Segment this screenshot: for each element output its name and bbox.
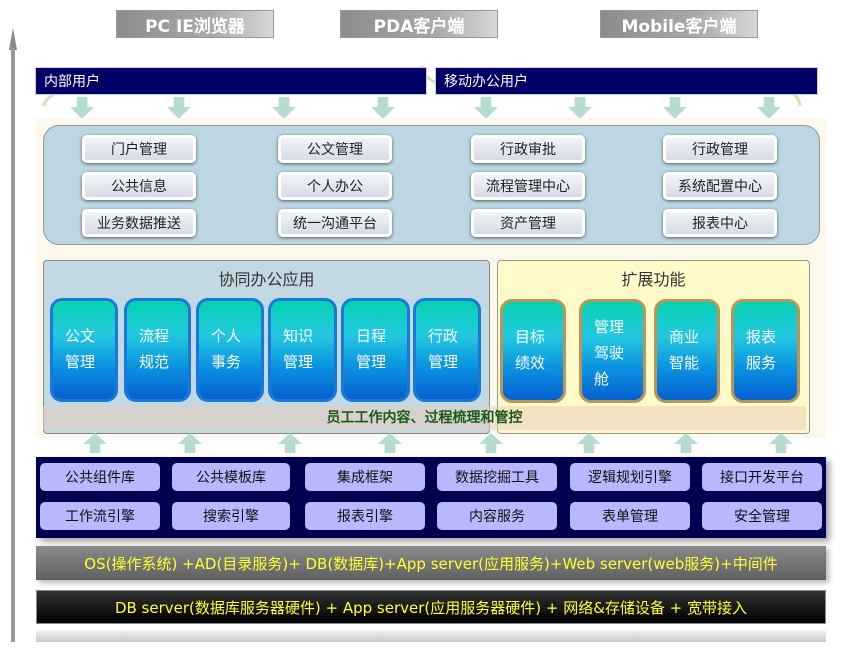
portal-item: 流程管理中心 <box>471 172 585 200</box>
tile-label: 绩效 <box>515 354 546 372</box>
tile-label: 管理 <box>356 353 387 371</box>
tile-label: 管理 <box>65 353 96 371</box>
portal-item: 系统配置中心 <box>663 172 777 200</box>
component-item: 表单管理 <box>570 502 690 530</box>
tile-label: 驾驶 <box>594 344 625 362</box>
tile-label: 日程 <box>356 327 387 345</box>
component-item: 数据挖掘工具 <box>437 463 557 491</box>
portal-item: 行政审批 <box>471 135 585 163</box>
vertical-up-arrow-icon <box>9 28 17 642</box>
tile-label: 行政 <box>428 327 459 345</box>
tile-label: 舱 <box>594 370 610 388</box>
portal-item: 报表中心 <box>663 209 777 237</box>
tile-label: 事务 <box>211 353 242 371</box>
portal-item: 统一沟通平台 <box>278 209 392 237</box>
process-band: 员工工作内容、过程梳理和管控 <box>43 406 806 430</box>
component-item: 工作流引擎 <box>40 502 160 530</box>
client-mobile: Mobile客户端 <box>600 10 758 38</box>
portal-item: 资产管理 <box>471 209 585 237</box>
tile-label: 服务 <box>746 354 777 372</box>
extension-tile: 管理驾驶舱 <box>579 299 646 403</box>
component-item: 报表引擎 <box>305 502 425 530</box>
tile-label: 报表 <box>746 328 777 346</box>
tile-label: 个人 <box>211 327 242 345</box>
collab-title: 协同办公应用 <box>218 270 315 289</box>
collab-tile: 公文管理 <box>50 298 118 402</box>
portal-item: 公文管理 <box>278 135 392 163</box>
collab-tile: 个人事务 <box>196 298 264 402</box>
portal-item: 公共信息 <box>82 172 196 200</box>
extension-title: 扩展功能 <box>621 270 686 289</box>
software-layer: OS(操作系统) +AD(目录服务)+ DB(数据库)+App server(应… <box>36 546 826 580</box>
tile-label: 管理 <box>283 353 314 371</box>
tile-label: 智能 <box>669 354 700 372</box>
component-item: 搜索引擎 <box>172 502 290 530</box>
component-item: 公共模板库 <box>172 463 290 491</box>
hardware-layer: DB server(数据库服务器硬件) + App server(应用服务器硬件… <box>36 590 826 624</box>
portal-item: 业务数据推送 <box>82 209 196 237</box>
client-pc: PC IE浏览器 <box>116 10 274 38</box>
tile-label: 知识 <box>283 327 314 345</box>
collab-tile: 日程管理 <box>341 298 410 402</box>
component-item: 逻辑规划引擎 <box>570 463 690 491</box>
tile-label: 管理 <box>428 353 459 371</box>
portal-item: 个人办公 <box>278 172 392 200</box>
tile-label: 规范 <box>139 353 170 371</box>
components-panel <box>36 457 826 538</box>
component-item: 内容服务 <box>437 502 557 530</box>
portal-item: 行政管理 <box>663 135 777 163</box>
component-item: 集成框架 <box>305 463 425 491</box>
mobile-users-bar: 移动办公用户 <box>435 67 818 95</box>
portal-item: 门户管理 <box>82 135 196 163</box>
collab-tile: 知识管理 <box>268 298 337 402</box>
collab-tile: 行政管理 <box>413 298 481 402</box>
internal-users-bar: 内部用户 <box>35 67 427 95</box>
tile-label: 商业 <box>669 328 700 346</box>
tile-label: 目标 <box>515 328 546 346</box>
tile-label: 流程 <box>139 327 170 345</box>
component-item: 安全管理 <box>702 502 822 530</box>
tile-label: 公文 <box>65 327 96 345</box>
client-pda: PDA客户端 <box>340 10 498 38</box>
tile-label: 管理 <box>594 318 625 336</box>
extension-tile: 目标绩效 <box>500 299 566 403</box>
collab-tile: 流程规范 <box>124 298 191 402</box>
extension-tile: 报表服务 <box>731 299 800 403</box>
component-item: 接口开发平台 <box>702 463 822 491</box>
base-layer <box>36 630 826 642</box>
extension-tile: 商业智能 <box>654 299 720 403</box>
component-item: 公共组件库 <box>40 463 160 491</box>
